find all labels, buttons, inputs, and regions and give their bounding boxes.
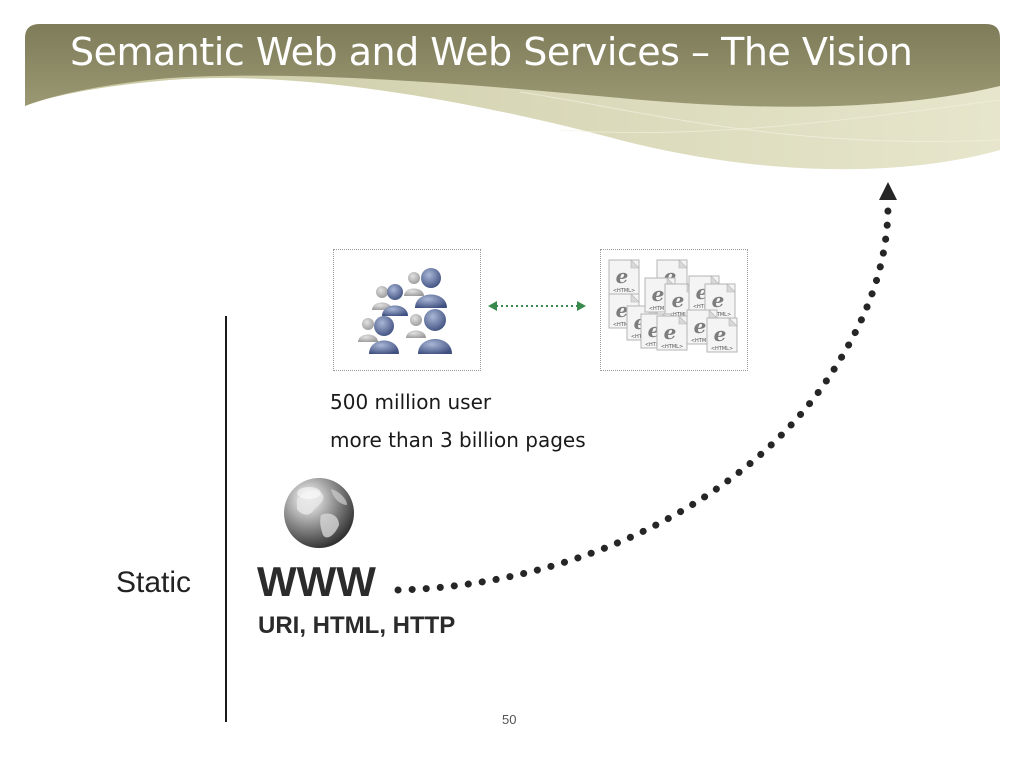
users-group-icon [358, 268, 452, 354]
globe-icon [284, 478, 354, 548]
static-label: Static [116, 566, 192, 599]
title-banner [25, 24, 1001, 170]
double-arrow-icon [488, 301, 586, 311]
pages-caption: more than 3 billion pages [330, 428, 586, 452]
www-label: WWW [257, 558, 376, 605]
page-number: 50 [502, 712, 517, 727]
users-caption: 500 million user [330, 390, 492, 414]
pages-box: e <HTML> [600, 249, 748, 371]
users-box [333, 249, 481, 371]
slide-title: Semantic Web and Web Services – The Visi… [70, 30, 913, 74]
www-protocols: URI, HTML, HTTP [258, 612, 456, 639]
axis-line [225, 316, 227, 722]
